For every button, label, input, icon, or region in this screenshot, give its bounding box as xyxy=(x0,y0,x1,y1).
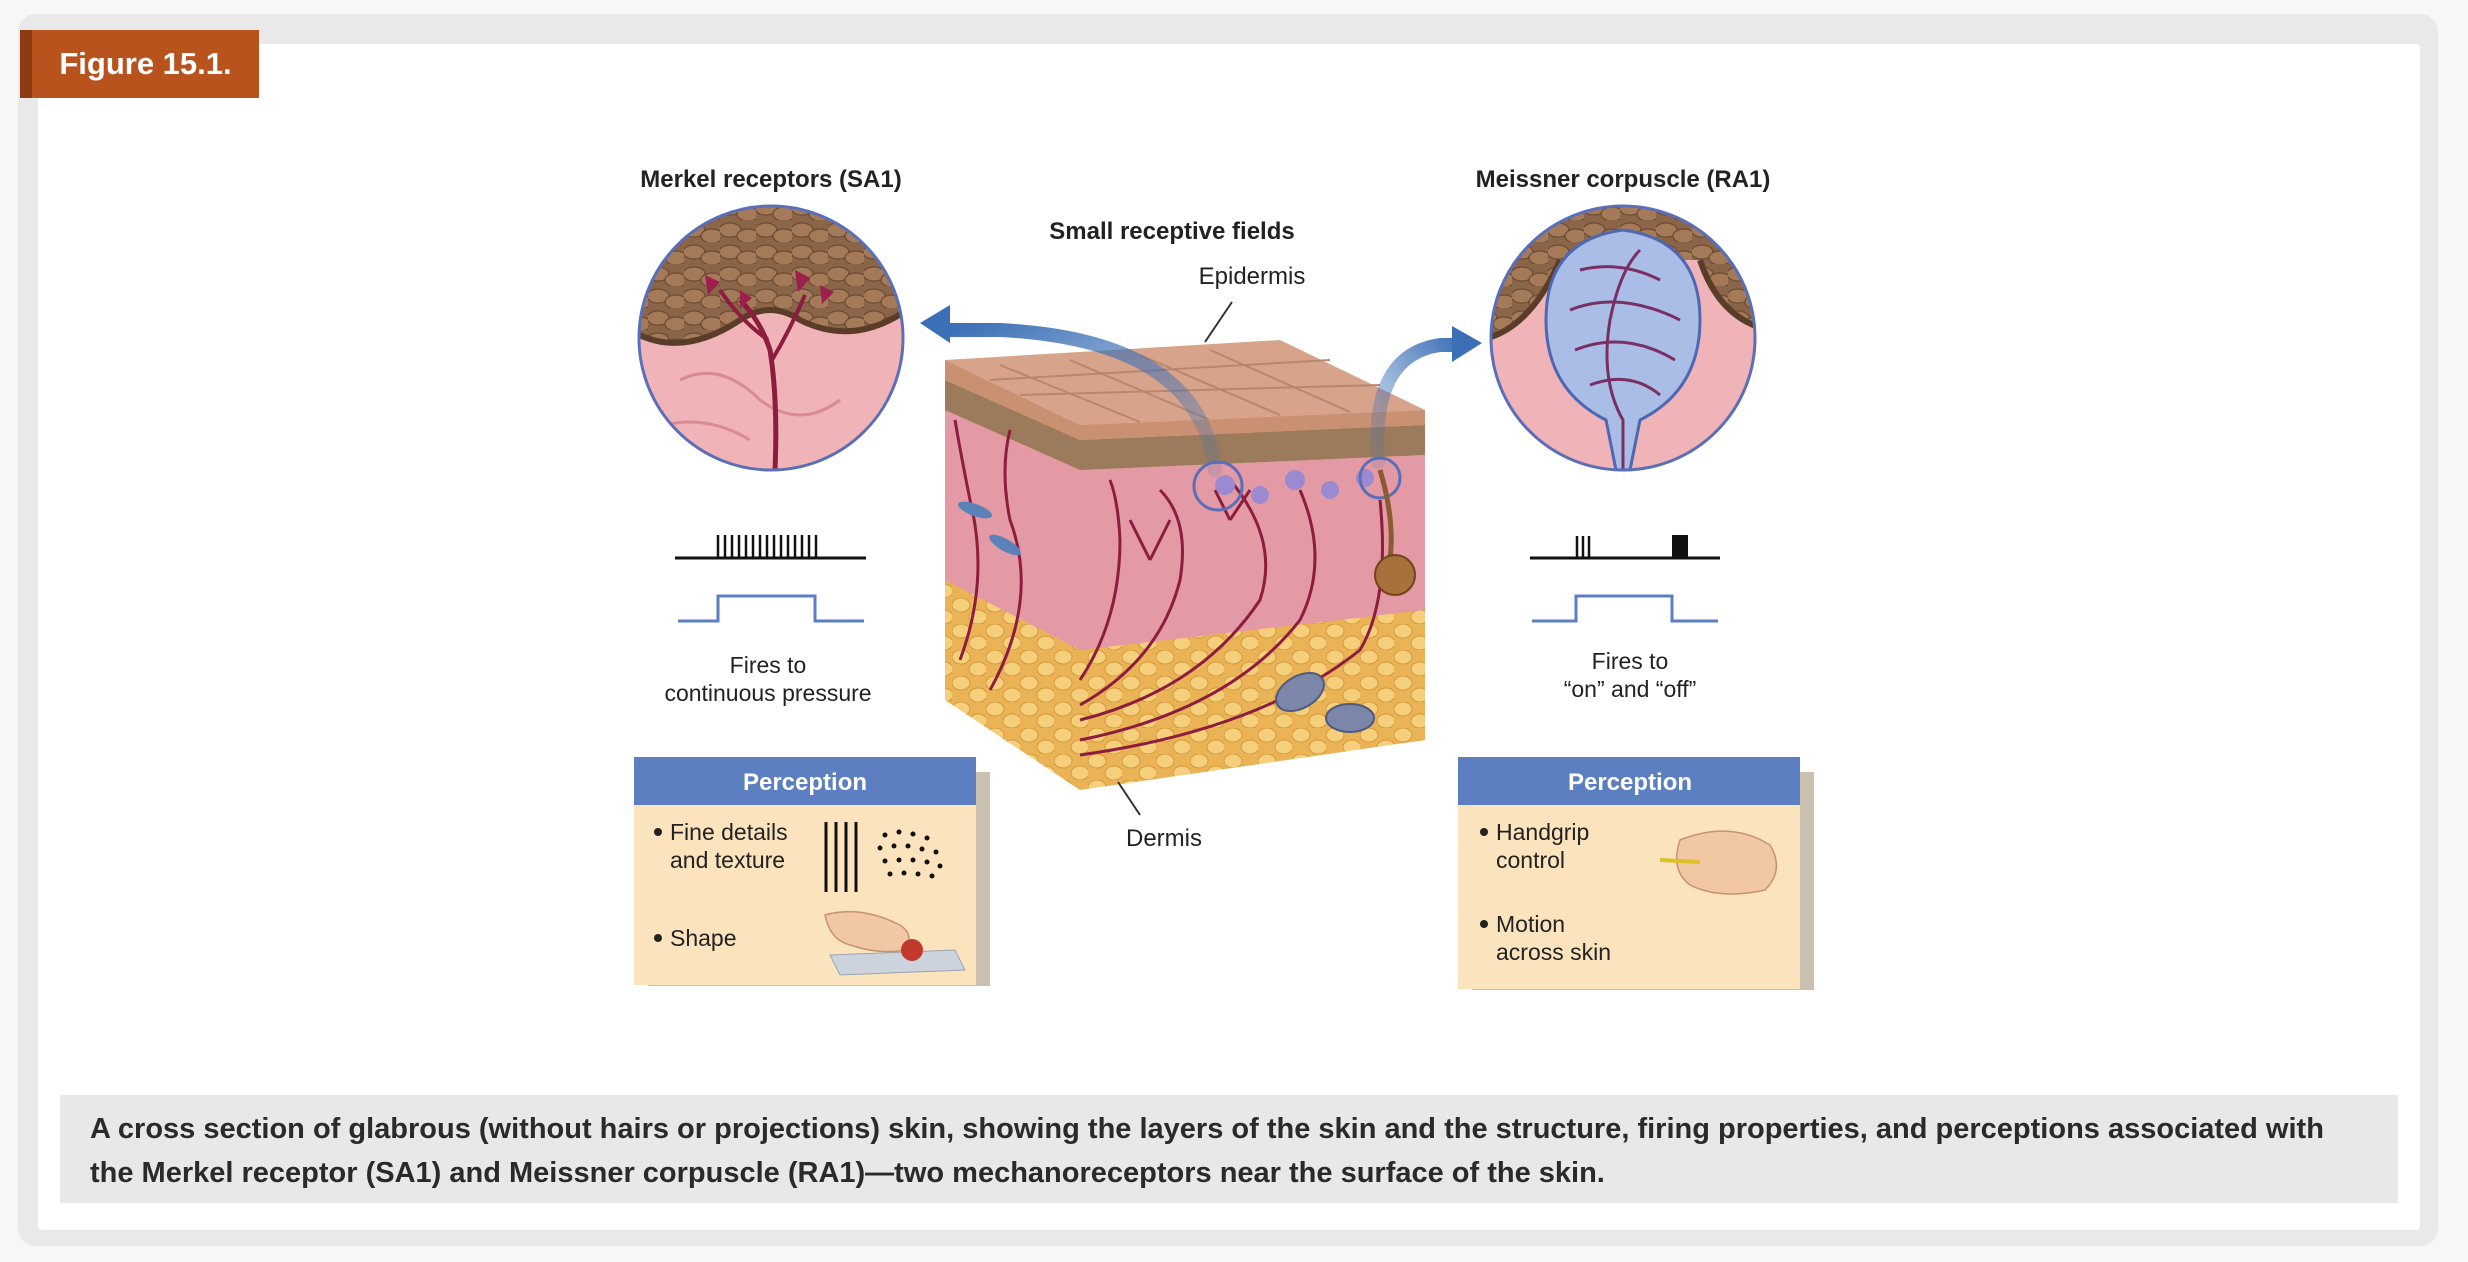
ra1-firing-pattern xyxy=(1530,535,1720,623)
receptive-fields-title: Small receptive fields xyxy=(1049,218,1294,245)
merkel-receptor-illustration xyxy=(637,204,905,472)
dermis-leader-line xyxy=(1117,781,1141,816)
perception-header-left: Perception xyxy=(743,769,867,796)
right-item2-line2: across skin xyxy=(1496,939,1611,965)
right-item1-line2: control xyxy=(1496,847,1565,873)
epidermis-leader-line xyxy=(1204,301,1233,343)
dot-pattern-icon xyxy=(877,829,943,879)
left-item1-line1: Fine details xyxy=(670,819,788,845)
merkel-title: Merkel receptors (SA1) xyxy=(640,166,901,193)
sa1-fires-line2: continuous pressure xyxy=(664,680,871,706)
sa1-fires-line1: Fires to xyxy=(730,652,807,678)
figure-label: Figure 15.1. xyxy=(20,30,259,98)
finger-on-ball-icon xyxy=(824,910,966,976)
perception-header-right: Perception xyxy=(1568,769,1692,796)
meissner-title: Meissner corpuscle (RA1) xyxy=(1476,166,1771,193)
left-item1-line2: and texture xyxy=(670,847,785,873)
right-item2-line1: Motion xyxy=(1496,911,1565,937)
arrow-to-meissner xyxy=(1370,326,1482,469)
perception-box-right xyxy=(1458,757,1814,990)
sa1-firing-pattern xyxy=(675,535,866,623)
epidermis-label: Epidermis xyxy=(1199,263,1306,290)
dermis-label: Dermis xyxy=(1126,825,1202,852)
meissner-corpuscle-illustration xyxy=(1489,204,1757,472)
ra1-fires-line1: Fires to xyxy=(1592,648,1669,674)
arrow-to-merkel xyxy=(920,305,1222,477)
figure-caption: A cross section of glabrous (without hai… xyxy=(60,1095,2398,1203)
ra1-fires-line2: “on” and “off” xyxy=(1564,676,1697,702)
left-item2-line1: Shape xyxy=(670,925,737,951)
right-item1-line1: Handgrip xyxy=(1496,819,1589,845)
perception-box-left xyxy=(634,757,990,986)
hand-grip-icon xyxy=(1659,830,1778,895)
skin-cross-section xyxy=(945,340,1425,790)
